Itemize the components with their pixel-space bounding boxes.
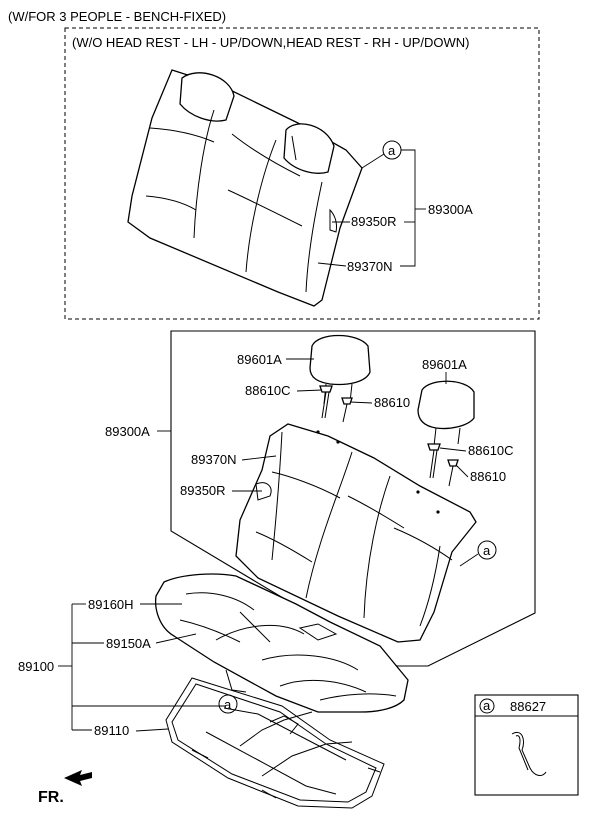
- front-direction-label: FR.: [38, 789, 64, 806]
- upper-bracket: [400, 149, 416, 267]
- upper-group-dashed-box: [64, 27, 540, 320]
- legend-part-label: 88627: [510, 699, 546, 714]
- cushion-frame-drawing: [165, 677, 385, 809]
- upper-cover-label: 89350R: [351, 214, 397, 229]
- lower-seatback-drawing: [235, 423, 477, 643]
- seat-cushion-drawing: [154, 573, 409, 713]
- callout-a-cushion-circle: [218, 694, 238, 714]
- cushion-assembly-label: 89100: [18, 659, 54, 674]
- front-arrow-icon: [64, 770, 92, 786]
- lower-cover-label: 89350R: [180, 483, 226, 498]
- upper-assembly-label: 89300A: [428, 202, 473, 217]
- cushion-cover-label: 89160H: [88, 597, 134, 612]
- lower-assembly-frame: [170, 330, 536, 667]
- guide-center-label: 88610C: [245, 383, 291, 398]
- upper-pad-label: 89370N: [347, 259, 393, 274]
- headrest-center-label: 89601A: [237, 352, 282, 367]
- guide-center-2-label: 88610: [374, 395, 410, 410]
- upper-seatback-drawing: [127, 69, 363, 307]
- headrest-guides-drawing: [319, 385, 459, 487]
- guide-right-label: 88610C: [468, 443, 514, 458]
- headrest-right-label: 89601A: [422, 357, 467, 372]
- callout-a-lower-circle: [477, 540, 497, 560]
- guide-right-2-label: 88610: [470, 469, 506, 484]
- variant-title: (W/FOR 3 PEOPLE - BENCH-FIXED): [8, 9, 226, 24]
- headrest-center-drawing: [309, 334, 371, 405]
- variant-subtitle: (W/O HEAD REST - LH - UP/DOWN,HEAD REST …: [72, 35, 469, 50]
- lower-pad-label: 89370N: [191, 452, 237, 467]
- cushion-pad-label: 89150A: [106, 636, 151, 651]
- legend-box: [474, 694, 579, 796]
- legend-callout: a: [483, 698, 491, 713]
- callout-a-cushion: a: [224, 697, 232, 712]
- cushion-frame-label: 89110: [94, 723, 129, 738]
- lower-assembly-label: 89300A: [105, 424, 150, 439]
- headrest-right-drawing: [417, 380, 475, 447]
- callout-a-lower: a: [483, 543, 491, 558]
- callout-a-upper: a: [388, 143, 396, 158]
